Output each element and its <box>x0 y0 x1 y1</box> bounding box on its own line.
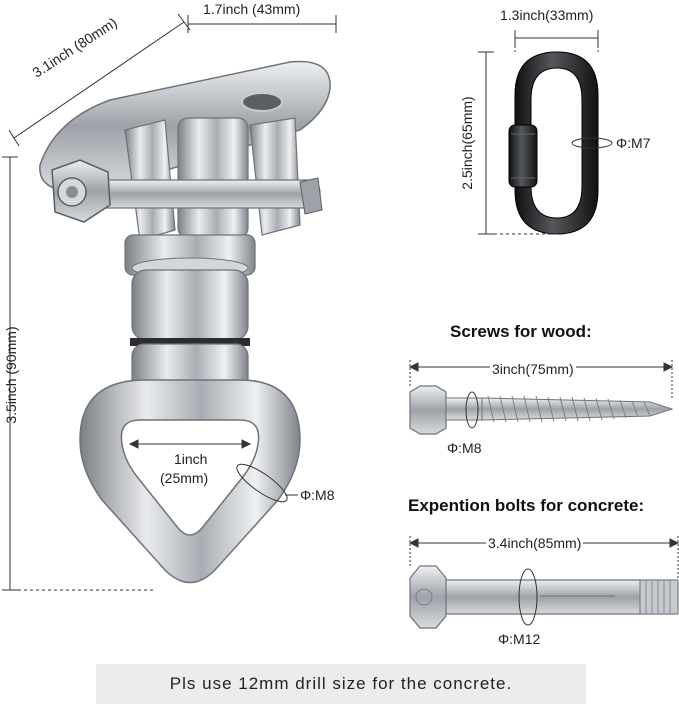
carabiner-height-label: 2.5inch(65mm) <box>459 96 475 190</box>
carabiner-thread-marker <box>571 137 613 149</box>
plate-hole <box>241 92 283 112</box>
bolt-thread-label: Φ:M12 <box>498 631 541 647</box>
swivel-hanger <box>39 60 331 584</box>
expansion-bolt <box>409 565 679 629</box>
swivel-block <box>177 117 249 239</box>
ring-inner-size-line2: (25mm) <box>160 470 209 486</box>
carabiner-width-label: 1.3inch(33mm) <box>500 7 594 23</box>
bolt-head <box>409 565 447 629</box>
dim-lines-swivel <box>2 13 337 591</box>
bolt-thread-marker <box>518 568 538 626</box>
screw-thread-label: Φ:M8 <box>447 440 482 456</box>
screw-head <box>409 385 447 435</box>
drill-size-note: Pls use 12mm drill size for the concrete… <box>96 664 586 704</box>
link-screw-sleeve <box>508 124 538 188</box>
ring-thread-marker <box>236 463 288 503</box>
swivel-barrel <box>131 269 249 341</box>
height-label: 3.5inch (90mm) <box>3 326 19 424</box>
screw-length-label: 3inch(75mm) <box>490 361 576 377</box>
carabiner-thread-label: Φ:M7 <box>616 135 651 151</box>
concrete-bolt-heading: Expention bolts for concrete: <box>408 496 645 515</box>
quick-link <box>508 51 599 235</box>
screw-thread-marker <box>465 391 479 429</box>
ring-thread-label: Φ:M8 <box>300 487 335 503</box>
ring-inner-size-line1: 1inch <box>174 451 208 467</box>
base-depth-label: 1.7inch (43mm) <box>203 1 301 17</box>
dim-lines-carabiner <box>478 30 599 235</box>
wood-screw-heading: Screws for wood: <box>450 322 592 341</box>
bolt-length-label: 3.4inch(85mm) <box>486 535 584 551</box>
triangle-ring <box>79 379 301 584</box>
wood-screw <box>409 385 674 435</box>
